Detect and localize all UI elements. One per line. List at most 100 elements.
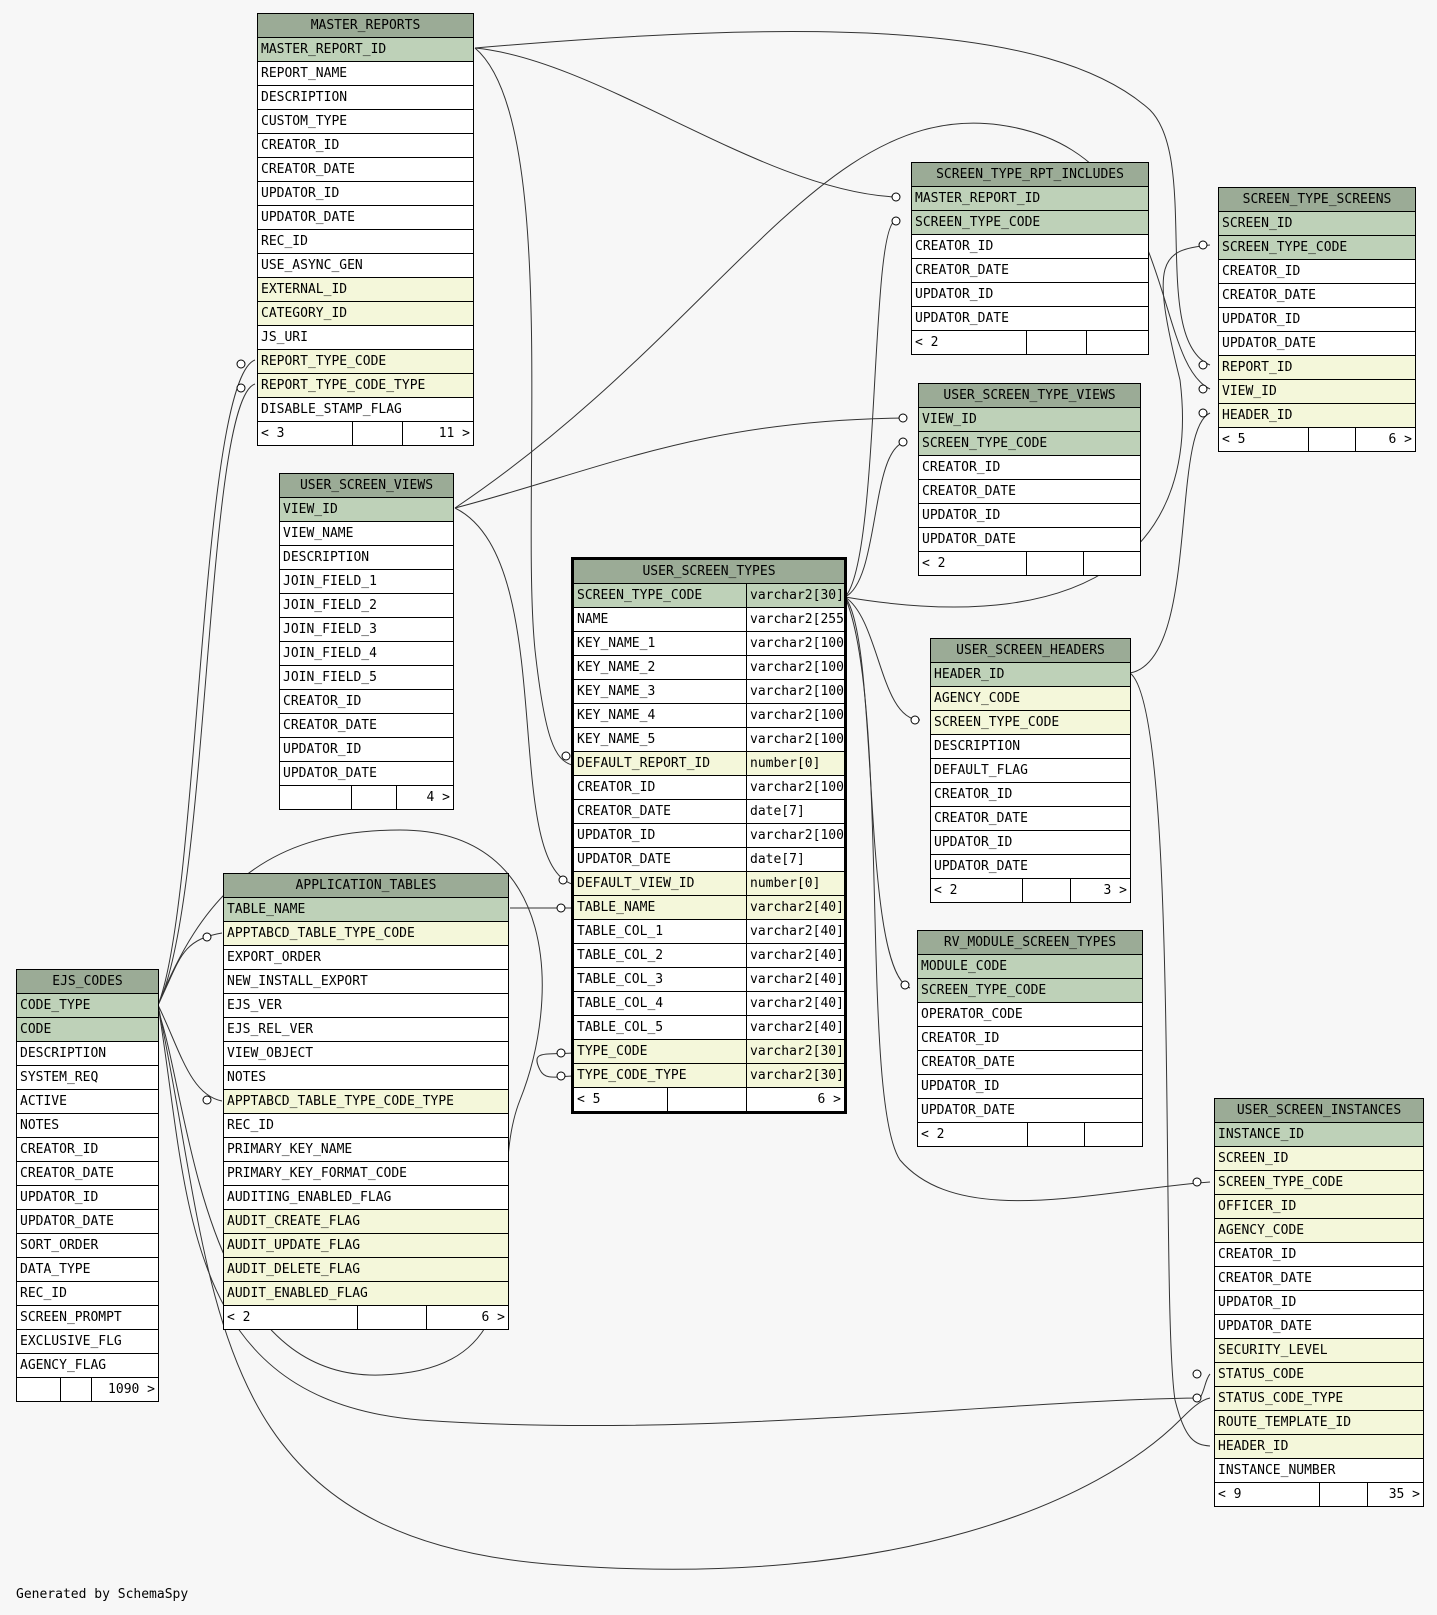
column-row[interactable]: ACTIVE: [15, 1089, 160, 1114]
column-row[interactable]: UPDATOR_DATE: [1214, 1314, 1424, 1339]
column-row[interactable]: DESCRIPTION: [257, 85, 474, 110]
column-row[interactable]: CREATOR_ID: [930, 782, 1131, 807]
column-row[interactable]: JS_URI: [257, 325, 474, 350]
column-row[interactable]: UPDATOR_ID: [15, 1185, 160, 1210]
children-count[interactable]: 6 >: [1355, 427, 1416, 452]
children-count[interactable]: [1082, 551, 1142, 576]
column-row[interactable]: CREATOR_ID: [257, 133, 474, 158]
column-row[interactable]: CREATOR_DATE: [15, 1161, 160, 1186]
column-row[interactable]: NOTES: [223, 1065, 509, 1090]
column-row[interactable]: APPTABCD_TABLE_TYPE_CODE: [223, 921, 509, 946]
column-row[interactable]: UPDATOR_DATE: [1218, 331, 1416, 356]
column-row[interactable]: UPDATOR_ID: [917, 503, 1142, 528]
children-count[interactable]: 6 >: [746, 1087, 845, 1112]
column-row[interactable]: UPDATOR_ID: [257, 181, 474, 206]
children-count[interactable]: 11 >: [402, 421, 474, 446]
column-row[interactable]: CREATOR_ID: [916, 1026, 1144, 1051]
children-count[interactable]: 4 >: [396, 785, 454, 810]
column-row[interactable]: ROUTE_TEMPLATE_ID: [1214, 1410, 1424, 1435]
column-row[interactable]: DESCRIPTION: [279, 545, 454, 570]
column-row[interactable]: PRIMARY_KEY_FORMAT_CODE: [223, 1161, 509, 1186]
column-row[interactable]: SECURITY_LEVEL: [1214, 1338, 1424, 1363]
column-row[interactable]: CREATOR_DATE: [930, 806, 1131, 831]
column-row[interactable]: SCREEN_TYPE_CODE: [916, 978, 1144, 1003]
column-row[interactable]: REPORT_TYPE_CODE_TYPE: [257, 373, 474, 398]
column-row[interactable]: UPDATOR_ID: [910, 282, 1150, 307]
column-row[interactable]: INSTANCE_NUMBER: [1214, 1458, 1424, 1483]
column-row[interactable]: VIEW_ID: [279, 497, 454, 522]
column-row[interactable]: HEADER_ID: [1214, 1434, 1424, 1459]
column-row[interactable]: CREATOR_DATE: [910, 258, 1150, 283]
column-row[interactable]: MASTER_REPORT_ID: [257, 37, 474, 62]
column-row[interactable]: HEADER_ID: [1218, 403, 1416, 428]
column-row[interactable]: CODE: [15, 1017, 160, 1042]
column-row[interactable]: CREATOR_DATE: [916, 1050, 1144, 1075]
parents-count[interactable]: < 2: [918, 551, 1027, 576]
column-row[interactable]: UPDATOR_ID: [930, 830, 1131, 855]
column-row[interactable]: AGENCY_CODE: [1214, 1218, 1424, 1243]
parents-count[interactable]: < 5: [573, 1087, 668, 1112]
children-count[interactable]: 35 >: [1367, 1482, 1424, 1507]
column-row[interactable]: UPDATOR_DATE: [257, 205, 474, 230]
column-row[interactable]: CREATOR_ID: [279, 689, 454, 714]
column-row[interactable]: SYSTEM_REQ: [15, 1065, 160, 1090]
column-row[interactable]: EJS_VER: [223, 993, 509, 1018]
column-row[interactable]: VIEW_OBJECT: [223, 1041, 509, 1066]
column-row[interactable]: JOIN_FIELD_5: [279, 665, 454, 690]
column-row[interactable]: EXCLUSIVE_FLG: [15, 1329, 160, 1354]
column-row[interactable]: DEFAULT_FLAG: [930, 758, 1131, 783]
column-row[interactable]: CUSTOM_TYPE: [257, 109, 474, 134]
column-row[interactable]: INSTANCE_ID: [1214, 1122, 1424, 1147]
column-row[interactable]: CREATOR_DATE: [917, 479, 1142, 504]
column-row[interactable]: UPDATOR_DATE: [917, 527, 1142, 552]
column-row[interactable]: CREATOR_DATE: [257, 157, 474, 182]
column-row[interactable]: SCREEN_ID: [1218, 211, 1416, 236]
column-row[interactable]: UPDATOR_DATE: [930, 854, 1131, 879]
column-row[interactable]: AGENCY_FLAG: [15, 1353, 160, 1378]
column-row[interactable]: CREATOR_ID: [1218, 259, 1416, 284]
column-row[interactable]: AUDIT_DELETE_FLAG: [223, 1257, 509, 1282]
column-row[interactable]: DISABLE_STAMP_FLAG: [257, 397, 474, 422]
column-row[interactable]: REC_ID: [15, 1281, 160, 1306]
column-row[interactable]: SORT_ORDER: [15, 1233, 160, 1258]
column-row[interactable]: CODE_TYPE: [15, 993, 160, 1018]
column-row[interactable]: EXPORT_ORDER: [223, 945, 509, 970]
column-row[interactable]: VIEW_NAME: [279, 521, 454, 546]
column-row[interactable]: DESCRIPTION: [15, 1041, 160, 1066]
column-row[interactable]: SCREEN_ID: [1214, 1146, 1424, 1171]
column-row[interactable]: CREATOR_DATE: [1218, 283, 1416, 308]
children-count[interactable]: 1090 >: [90, 1377, 160, 1402]
column-row[interactable]: CREATOR_ID: [917, 455, 1142, 480]
children-count[interactable]: 6 >: [426, 1305, 509, 1330]
parents-count[interactable]: < 9: [1214, 1482, 1320, 1507]
column-row[interactable]: SCREEN_TYPE_CODE: [1218, 235, 1416, 260]
column-row[interactable]: OPERATOR_CODE: [916, 1002, 1144, 1027]
column-row[interactable]: REPORT_NAME: [257, 61, 474, 86]
column-row[interactable]: MASTER_REPORT_ID: [910, 186, 1150, 211]
column-row[interactable]: APPTABCD_TABLE_TYPE_CODE_TYPE: [223, 1089, 509, 1114]
children-count[interactable]: [1085, 330, 1150, 355]
column-row[interactable]: STATUS_CODE_TYPE: [1214, 1386, 1424, 1411]
